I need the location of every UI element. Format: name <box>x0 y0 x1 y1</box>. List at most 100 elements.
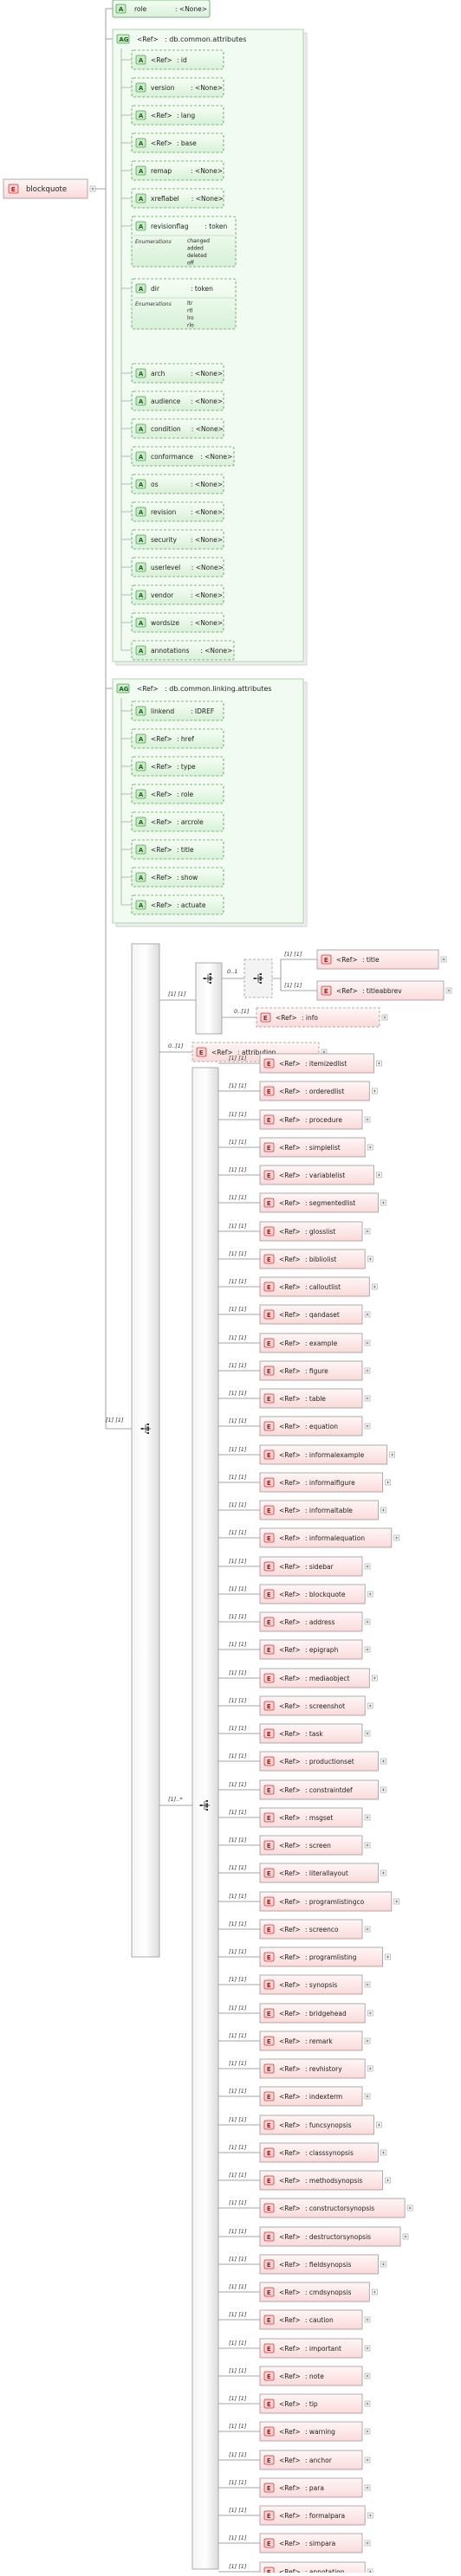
element-anchor-badge: E <box>263 2455 275 2465</box>
element-constructorsynopsis: E<Ref>: constructorsynopsis <box>259 2198 413 2218</box>
element-informalequation-badge-letter: E <box>267 1535 271 1542</box>
element-classsynopsis: E<Ref>: classsynopsis <box>259 2142 386 2163</box>
attr-group-common-attr-dir-name: dir <box>151 285 160 293</box>
element-attribution-badge-letter: E <box>199 1049 204 1056</box>
element-note-badge: E <box>263 2371 275 2381</box>
attr-group-common-attr-version-badge: A <box>135 82 146 93</box>
element-indexterm-frame <box>259 2086 363 2107</box>
attr-group-common-attr-annotations-type: : <None> <box>200 647 232 655</box>
attr-group-common-attr-remap-name: remap <box>151 167 172 175</box>
attr-group-linking-attr-actuate-badge-box <box>135 900 146 910</box>
attr-group-common-attr-revisionflag-badge-letter: A <box>139 223 144 230</box>
element-screenshot-ref: <Ref> <box>279 1702 301 1710</box>
child-cardinality: [1] [1] <box>229 2534 247 2541</box>
attr-group-common-attr-base: A<Ref>: base <box>131 132 224 153</box>
element-info-expander <box>381 1014 388 1021</box>
element-programlistingco: E<Ref>: programlistingco <box>259 1891 400 1912</box>
title-choice-icon-dot <box>259 982 262 984</box>
attr-group-common-attr-conformance-badge-box <box>135 451 146 462</box>
element-remark-badge-letter: E <box>267 2038 271 2045</box>
element-methodsynopsis-badge-box <box>263 2175 275 2185</box>
attr-group-common-attr-revision-badge-letter: A <box>139 509 144 516</box>
element-itemizedlist-expander <box>376 1060 382 1067</box>
element-productionset-badge-letter: E <box>267 1759 271 1766</box>
element-note-badge-letter: E <box>267 2373 271 2380</box>
attr-group-linking-attr-href-frame <box>131 728 224 749</box>
main-sequence-cardinality: [1] [1] <box>106 1417 124 1424</box>
element-figure-badge-letter: E <box>267 1368 271 1375</box>
attr-group-linking-attr-arcrole-ref: <Ref> <box>151 818 172 826</box>
attr-group-linking-attr-arcrole-badge: A <box>135 817 146 827</box>
content-choice-cardinality: [1]..* <box>168 1796 183 1803</box>
element-glosslist-frame <box>259 1221 363 1242</box>
element-synopsis-badge-letter: E <box>267 1982 271 1989</box>
element-example-badge-letter: E <box>267 1340 271 1347</box>
element-anchor-badge-letter: E <box>267 2457 271 2464</box>
element-epigraph-badge-box <box>263 1644 275 1655</box>
element-variablelist: E<Ref>: variablelist <box>259 1165 382 1185</box>
element-screenco: E<Ref>: screenco <box>259 1919 371 1940</box>
child-cardinality: [1] [1] <box>229 1725 247 1732</box>
element-table-frame <box>259 1388 363 1409</box>
attr-group-common-attr-dir-enum-value: ltr <box>187 300 193 307</box>
element-constructorsynopsis-ref: <Ref> <box>279 2205 301 2212</box>
element-annotation-ref: <Ref> <box>279 2568 301 2573</box>
element-synopsis-expander <box>364 1981 371 1988</box>
element-epigraph-frame <box>259 1639 363 1660</box>
info-seq-bar <box>195 962 223 1035</box>
child-cardinality: [1] [1] <box>229 2032 247 2039</box>
element-fieldsynopsis-badge-box <box>263 2259 275 2269</box>
title-choice-icon-in <box>254 978 256 979</box>
attr-group-common-attr-version-badge-letter: A <box>139 85 144 92</box>
element-mediaobject-badge-letter: E <box>267 1675 271 1682</box>
element-procedure-badge: E <box>263 1114 275 1125</box>
attr-group-common-attr-dir-frame <box>131 278 237 330</box>
element-important-badge-letter: E <box>267 2346 271 2353</box>
element-msgset-badge-letter: E <box>267 1815 271 1822</box>
element-remark-ref: <Ref> <box>279 2037 301 2045</box>
element-table-expander <box>364 1395 371 1402</box>
element-segmentedlist-expander <box>380 1199 386 1206</box>
element-figure-badge-box <box>263 1365 275 1376</box>
element-epigraph-badge: E <box>263 1644 275 1655</box>
element-qandaset: E<Ref>: qandaset <box>259 1304 371 1325</box>
element-para-badge-box <box>263 2482 275 2493</box>
element-programlistingco-type: : programlistingco <box>305 1898 365 1906</box>
element-productionset-type: : productionset <box>305 1758 354 1766</box>
element-blockquote-badge-letter: E <box>267 1591 271 1598</box>
attr-group-common-attr-wordsize-frame <box>131 612 224 633</box>
attr-group-linking-attr-href-badge-box <box>135 733 146 744</box>
element-methodsynopsis: E<Ref>: methodsynopsis <box>259 2170 391 2191</box>
element-caution-ref: <Ref> <box>279 2316 301 2324</box>
element-destructorsynopsis-ref: <Ref> <box>279 2233 301 2241</box>
element-screenco-frame <box>259 1919 363 1940</box>
child-cardinality: [1] [1] <box>229 1223 247 1230</box>
content-choice-icon-in <box>200 1804 203 1806</box>
element-title: E<Ref>: title <box>316 949 447 970</box>
element-informalequation-badge-box <box>263 1533 275 1543</box>
element-caution-type: : caution <box>305 2316 334 2324</box>
attr-group-linking-attr-show-badge-box <box>135 872 146 882</box>
element-informaltable-type: : informaltable <box>305 1507 353 1514</box>
element-productionset-badge-box <box>263 1756 275 1766</box>
element-orderedlist-frame <box>259 1081 370 1101</box>
attr-group-common-attr-userlevel-name: userlevel <box>151 564 180 571</box>
element-task-badge-letter: E <box>267 1731 271 1738</box>
element-epigraph: E<Ref>: epigraph <box>259 1639 371 1660</box>
element-glosslist-type: : glosslist <box>305 1228 335 1236</box>
attr-group-common-attr-version-frame <box>131 77 224 98</box>
attr-group-common-attr-id-badge: A <box>135 55 146 65</box>
element-revhistory: E<Ref>: revhistory <box>259 2058 373 2079</box>
element-title-badge-box <box>321 954 332 965</box>
element-revhistory-badge: E <box>263 2063 275 2074</box>
element-cmdsynopsis: E<Ref>: cmdsynopsis <box>259 2282 378 2302</box>
attr-group-common-attr-condition-badge-box <box>135 423 146 434</box>
main-sequence-icon <box>140 1424 151 1434</box>
element-constructorsynopsis-frame <box>259 2198 406 2218</box>
attr-group-common-attr-annotations-badge-box <box>135 645 146 655</box>
element-info: E<Ref>: info <box>256 1007 388 1028</box>
element-sidebar-badge-letter: E <box>267 1564 271 1571</box>
content-choice-icon-dot <box>205 1803 208 1805</box>
attr-group-linking-attr-href: A<Ref>: href <box>131 728 224 749</box>
